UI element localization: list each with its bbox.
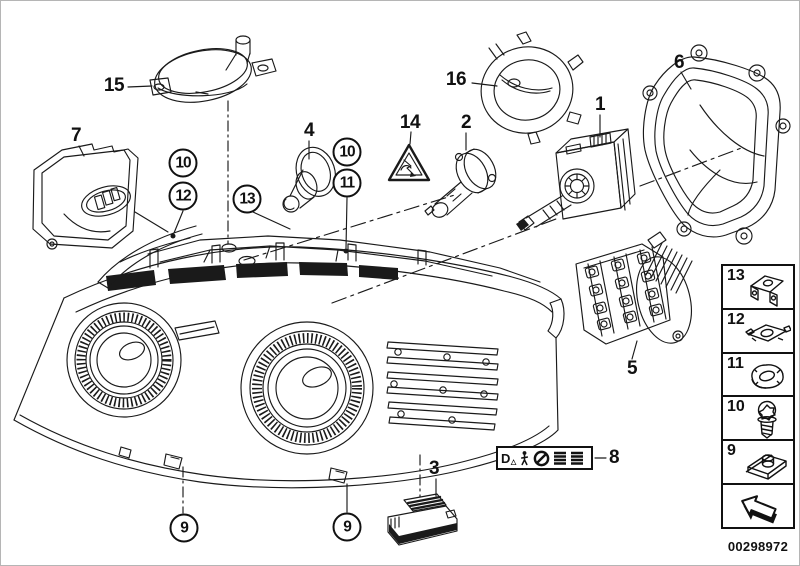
legend-item-13[interactable]: 13 (721, 264, 795, 310)
legend-item-9[interactable]: 9 (721, 439, 795, 486)
d-marking: D△ (501, 450, 517, 466)
housing-cap-part6 (642, 44, 791, 245)
callout-7[interactable]: 7 (70, 125, 82, 146)
axis-lines (227, 100, 745, 304)
callout-9-right[interactable]: 9 (332, 512, 362, 542)
legend-item-11[interactable]: 11 (721, 351, 795, 398)
bulb-socket-part4 (282, 146, 336, 213)
control-unit-part7 (32, 143, 139, 250)
callout-8[interactable]: 8 (608, 447, 620, 468)
callout-12[interactable]: 12 (168, 181, 198, 211)
warning-triangle-part14 (387, 143, 431, 182)
torx-screw-icon (757, 401, 777, 440)
diagram-part-number: 00298972 (727, 539, 789, 554)
clip-nut-icon (745, 454, 787, 480)
legend-item-10[interactable]: 10 (721, 395, 795, 442)
housing-louvers (386, 341, 499, 431)
legend-item-label: 12 (727, 310, 745, 328)
legend-item-label: 9 (727, 442, 736, 460)
control-module-part3 (387, 493, 458, 546)
legend-item-12[interactable]: 12 (721, 307, 795, 354)
ece-label-plate: D△ (496, 446, 593, 470)
callout-4[interactable]: 4 (303, 120, 315, 141)
callout-10-right[interactable]: 10 (332, 137, 362, 167)
legend-item-label: 10 (727, 398, 745, 416)
leader-lines (78, 71, 692, 514)
continuation-arrow-icon (741, 495, 777, 524)
legend-item-label: 13 (727, 267, 745, 284)
callout-5[interactable]: 5 (626, 358, 638, 379)
callout-14[interactable]: 14 (399, 112, 421, 133)
callout-2[interactable]: 2 (460, 112, 472, 133)
adjuster-cover-part15 (149, 35, 277, 103)
callout-3[interactable]: 3 (428, 458, 440, 479)
callout-10-left[interactable]: 10 (168, 148, 198, 178)
led-contacts (584, 251, 664, 331)
halogen-bulb-part2 (424, 148, 497, 218)
barcode-icon (554, 451, 567, 465)
bracket-clip-icon (750, 275, 784, 307)
callout-15[interactable]: 15 (103, 75, 125, 96)
xenon-bulb-unit-part1 (516, 128, 636, 231)
callout-6[interactable]: 6 (673, 52, 685, 73)
legend-continuation[interactable] (721, 483, 795, 530)
barcode-icon (571, 451, 584, 465)
led-module-part5 (575, 231, 693, 345)
retaining-ring-part16 (480, 31, 584, 145)
callout-16[interactable]: 16 (445, 69, 467, 90)
legend-item-label: 11 (727, 354, 744, 372)
warning-triangle-icon: △ (510, 458, 517, 466)
callout-1[interactable]: 1 (594, 94, 606, 115)
plastic-nut-icon (751, 363, 784, 389)
prohibition-icon (533, 450, 550, 466)
callout-9-left[interactable]: 9 (169, 513, 199, 543)
spring-clip-icon (745, 324, 791, 342)
callout-13[interactable]: 13 (232, 184, 262, 214)
hardware-legend: 13 12 (721, 264, 795, 530)
pedestrian-icon (521, 451, 529, 466)
headlight-housing (13, 225, 565, 489)
callout-11[interactable]: 11 (332, 168, 362, 198)
